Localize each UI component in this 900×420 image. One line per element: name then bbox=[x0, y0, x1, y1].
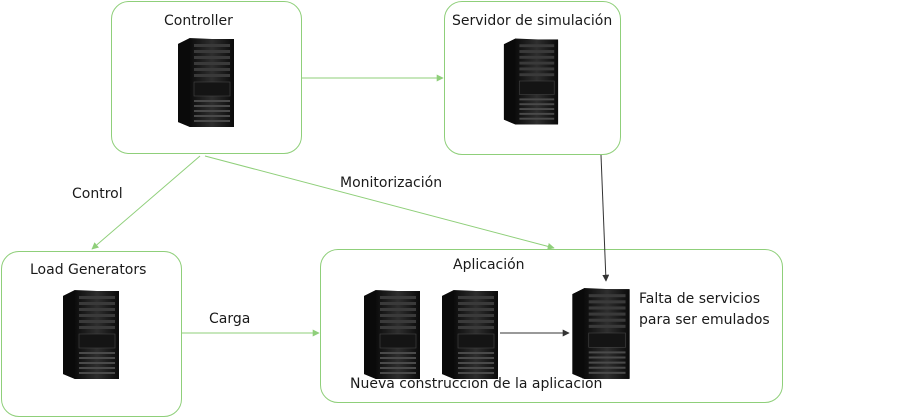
missing-services-label-1: Falta de servicios bbox=[639, 291, 760, 307]
edge-sim-server-to-missing bbox=[600, 154, 610, 282]
server-tower-icon bbox=[178, 38, 234, 127]
server-tower-icon bbox=[442, 290, 498, 379]
edge-control bbox=[91, 155, 201, 250]
server-tower-icon bbox=[63, 290, 119, 379]
load-generators-label: Load Generators bbox=[30, 262, 147, 278]
server-tower-icon bbox=[572, 288, 630, 379]
sim-server-label: Servidor de simulación bbox=[452, 13, 613, 29]
application-label: Aplicación bbox=[453, 257, 525, 273]
load-edge-label: Carga bbox=[209, 311, 251, 327]
controller-label: Controller bbox=[164, 13, 233, 29]
new-build-caption: Nueva construccion de la aplicación bbox=[350, 376, 603, 392]
control-edge-label: Control bbox=[72, 186, 123, 202]
server-tower-icon bbox=[503, 38, 559, 125]
missing-services-label-2: para ser emulados bbox=[639, 312, 770, 328]
monitor-edge-label: Monitorización bbox=[340, 175, 443, 191]
server-tower-icon bbox=[364, 290, 420, 379]
edge-monitor bbox=[204, 155, 555, 250]
